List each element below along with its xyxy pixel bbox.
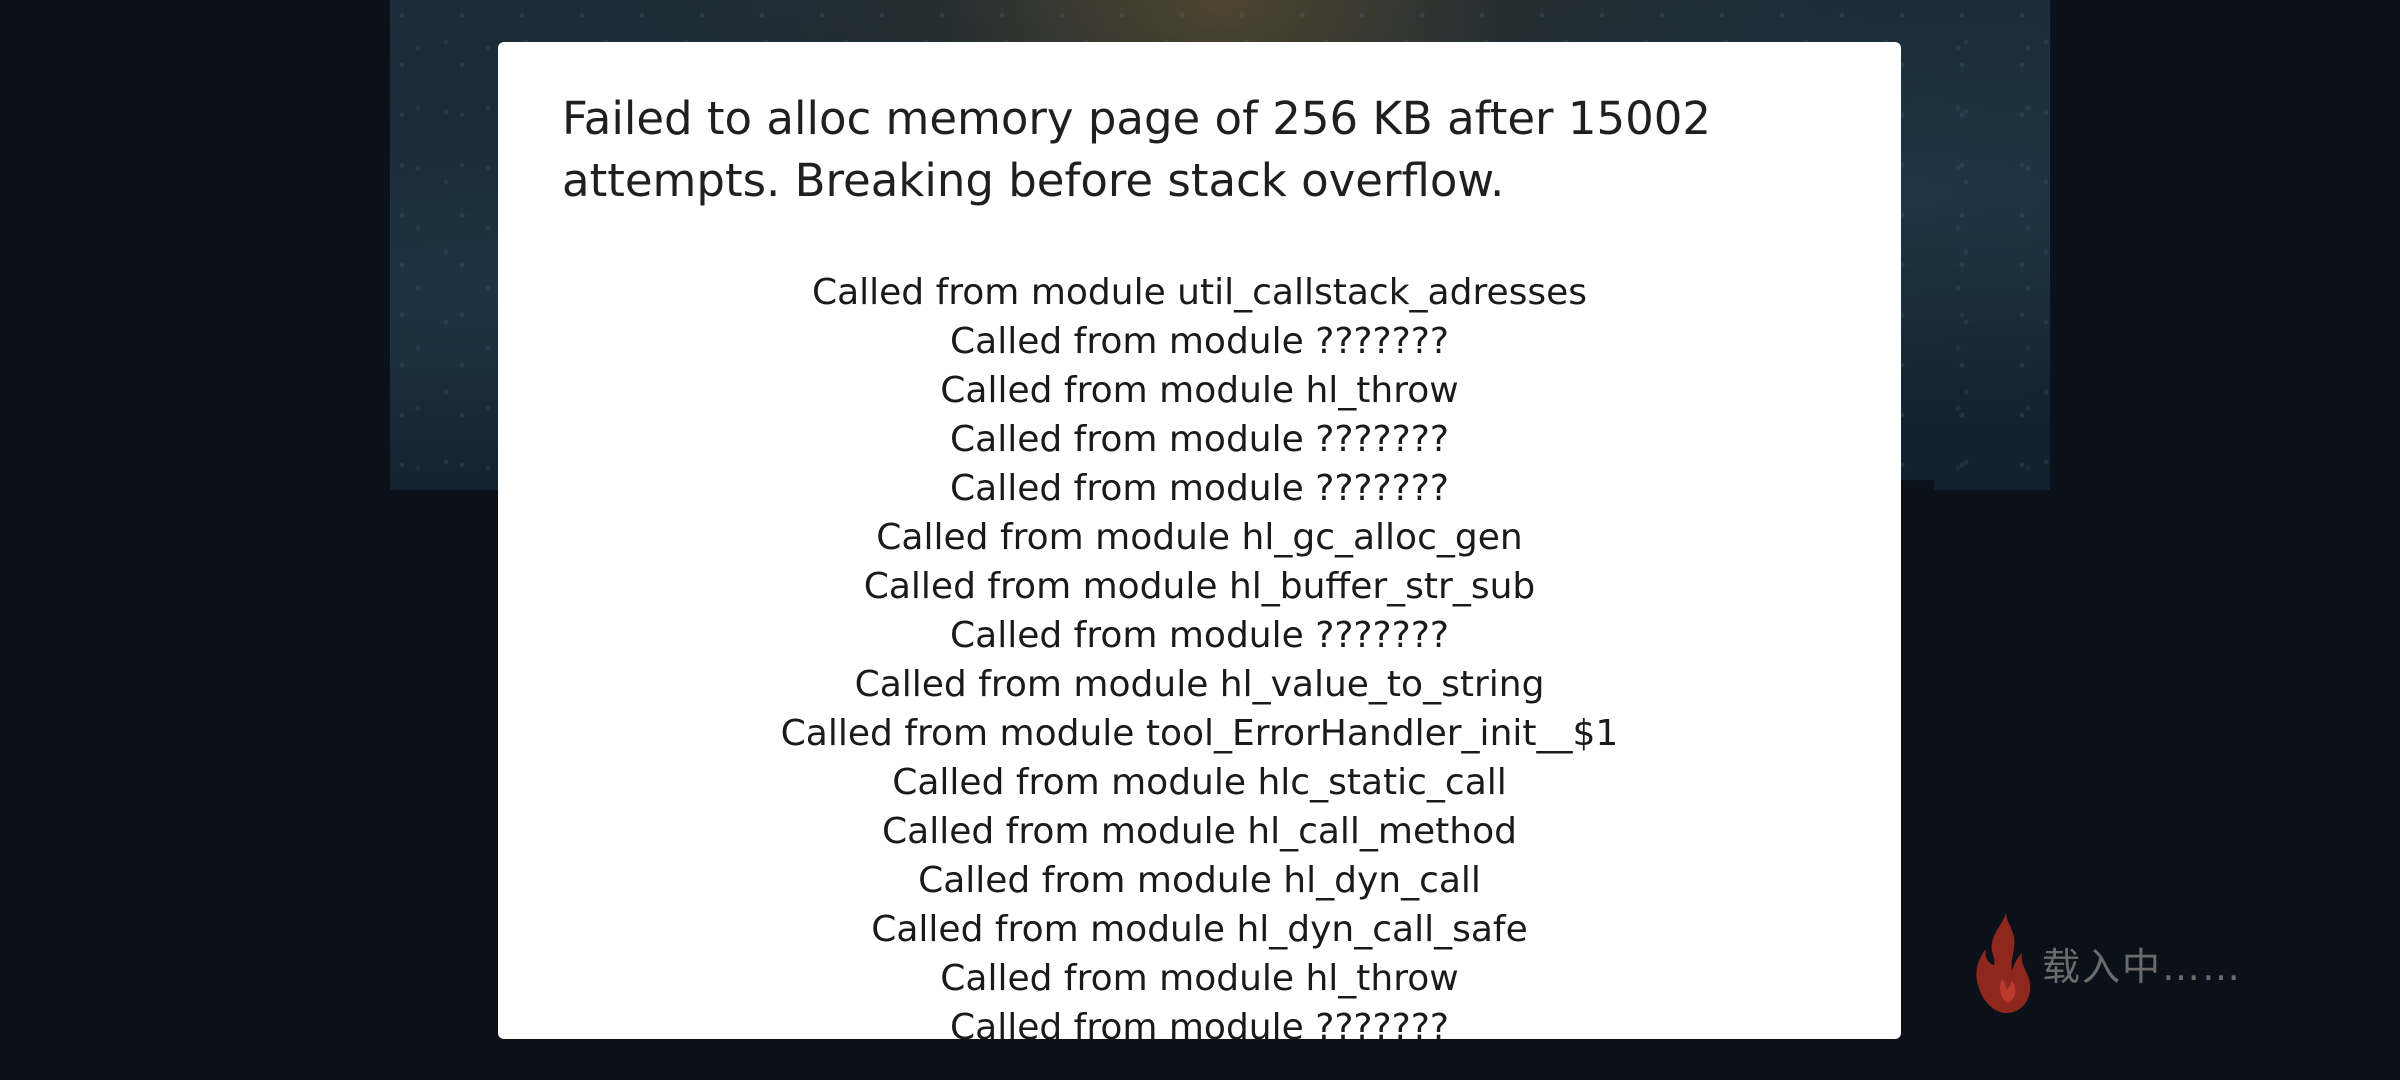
callstack-line: Called from module ??????? <box>950 468 1449 509</box>
callstack-line: Called from module ??????? <box>950 1007 1449 1039</box>
callstack-line: Called from module hl_dyn_call <box>918 860 1481 901</box>
loading-indicator: 载入中…… <box>1972 908 2242 1018</box>
error-message: Failed to alloc memory page of 256 KB af… <box>562 92 1712 207</box>
callstack-line: Called from module ??????? <box>950 615 1449 656</box>
callstack-line: Called from module hl_throw <box>940 958 1459 999</box>
callstack-line: Called from module hl_throw <box>940 370 1459 411</box>
error-dialog: Failed to alloc memory page of 256 KB af… <box>498 42 1901 1039</box>
callstack-line: Called from module ??????? <box>950 321 1449 362</box>
callstack-line: Called from module hlc_static_call <box>892 762 1507 803</box>
callstack-line: Called from module ??????? <box>950 419 1449 460</box>
callstack-line: Called from module hl_buffer_str_sub <box>863 566 1536 607</box>
callstack-line: Called from module hl_gc_alloc_gen <box>876 517 1523 558</box>
callstack-line: Called from module hl_call_method <box>882 811 1517 852</box>
callstack-line: Called from module hl_dyn_call_safe <box>871 909 1528 950</box>
callstack-line: Called from module tool_ErrorHandler_ini… <box>780 713 1619 754</box>
loading-text: 载入中…… <box>2042 944 2243 989</box>
callstack-line: Called from module hl_value_to_string <box>854 664 1545 705</box>
callstack-list: Called from module util_callstack_adress… <box>498 268 1901 1039</box>
flame-icon <box>1976 913 2031 1013</box>
callstack-line: Called from module util_callstack_adress… <box>811 272 1588 313</box>
